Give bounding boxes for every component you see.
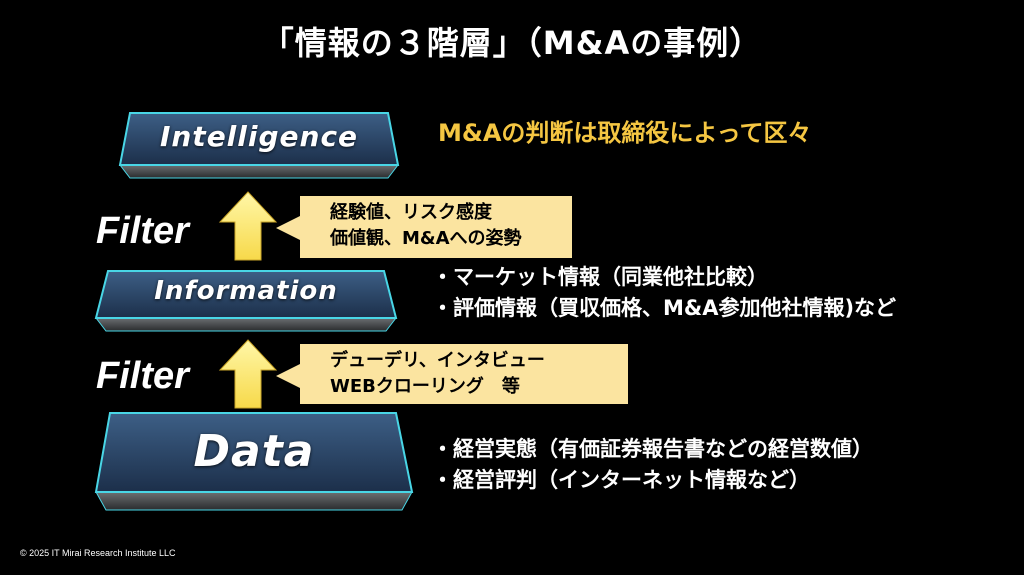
data-bullet-1: ・経営実態（有価証券報告書などの経営数値） — [432, 437, 873, 461]
upper-callout-line-2: 価値観、M&Aへの姿勢 — [330, 228, 522, 249]
lower-callout: デューデリ、インタビュー WEBクローリング 等 — [276, 344, 628, 404]
lower-callout-line-1: デューデリ、インタビュー — [330, 350, 545, 371]
lower-arrow-icon — [218, 339, 278, 409]
intelligence-note: M&Aの判断は取締役によって区々 — [438, 119, 812, 147]
intelligence-label: Intelligence — [159, 120, 359, 153]
data-bullets: ・経営実態（有価証券報告書などの経営数値） ・経営評判（インターネット情報など） — [432, 434, 873, 496]
upper-arrow-icon — [218, 191, 278, 261]
upper-callout: 経験値、リスク感度 価値観、M&Aへの姿勢 — [276, 196, 572, 258]
information-bullet-2: ・評価情報（買収価格、M&A参加他社情報)など — [432, 296, 897, 320]
intelligence-layer: Intelligence — [118, 110, 400, 182]
page-title: 「情報の３階層」（M&Aの事例） — [261, 24, 763, 62]
data-label: Data — [193, 426, 315, 477]
information-bullets: ・マーケット情報（同業他社比較） ・評価情報（買収価格、M&A参加他社情報)など — [432, 262, 896, 324]
information-layer: Information — [94, 268, 398, 336]
data-slab — [94, 412, 414, 511]
lower-filter-label: Filter — [96, 355, 189, 397]
data-layer: Data — [94, 410, 414, 518]
intelligence-slab — [118, 112, 400, 179]
information-bullet-1: ・マーケット情報（同業他社比較） — [432, 265, 768, 289]
data-bullet-2: ・経営評判（インターネット情報など） — [432, 468, 810, 492]
copyright-text: © 2025 IT Mirai Research Institute LLC — [20, 548, 176, 558]
information-slab — [94, 270, 398, 332]
upper-filter-label: Filter — [96, 210, 189, 252]
upper-callout-line-1: 経験値、リスク感度 — [330, 202, 492, 223]
lower-callout-line-2: WEBクローリング 等 — [330, 376, 520, 397]
information-label: Information — [154, 276, 338, 306]
